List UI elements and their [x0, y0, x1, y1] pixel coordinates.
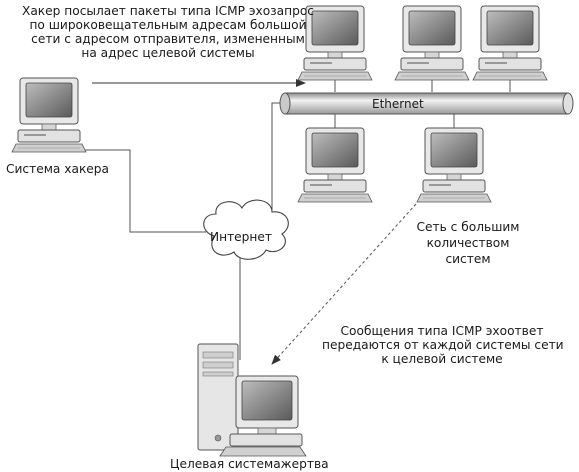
- ethernet-label: Ethernet: [372, 97, 424, 111]
- connection-lines: [42, 80, 511, 360]
- attacker-note-line-3: сети с адресом отправителя, измененным: [31, 32, 305, 46]
- hacker-to-internet-line: [42, 149, 206, 233]
- reply-note-line-3: к целевой системе: [381, 352, 503, 366]
- reply-note: Сообщения типа ICMP эхоответ передаются …: [322, 324, 564, 366]
- network-computer-bottom-2: [416, 127, 492, 203]
- attacker-note-line-2: по широковещательным адресам большой: [29, 18, 307, 32]
- hacker-computer: [11, 77, 87, 153]
- network-label-line-1: Сеть с большим: [416, 220, 520, 234]
- attacker-note: Хакер посылает пакеты типа ICMP эхозапро…: [4, 4, 332, 60]
- network-label: Сеть с большим количеством систем: [398, 220, 538, 266]
- attacker-note-line-1: Хакер посылает пакеты типа ICMP эхозапро…: [21, 4, 314, 18]
- network-computer-top-3: [472, 5, 548, 81]
- network-label-line-2: количеством: [426, 236, 510, 250]
- reply-arrow: [271, 203, 417, 365]
- network-label-line-3: систем: [445, 252, 491, 266]
- reply-note-line-2: передаются от каждой системы сети: [322, 338, 564, 352]
- network-computer-top-2: [394, 5, 470, 81]
- hacker-system-label: Система хакера: [6, 162, 110, 176]
- internet-to-ethernet-line: [271, 102, 282, 218]
- network-computer-bottom-1: [297, 127, 373, 203]
- reply-note-line-1: Сообщения типа ICMP эхоответ: [340, 324, 544, 338]
- internet-cloud: [203, 199, 289, 260]
- victim-computer: [197, 343, 307, 457]
- attacker-note-line-4: на адрес целевой системы: [81, 46, 255, 60]
- ethernet-bus: [279, 92, 574, 115]
- internet-label: Интернет: [210, 230, 272, 244]
- victim-label: Целевая системажертва: [170, 457, 329, 471]
